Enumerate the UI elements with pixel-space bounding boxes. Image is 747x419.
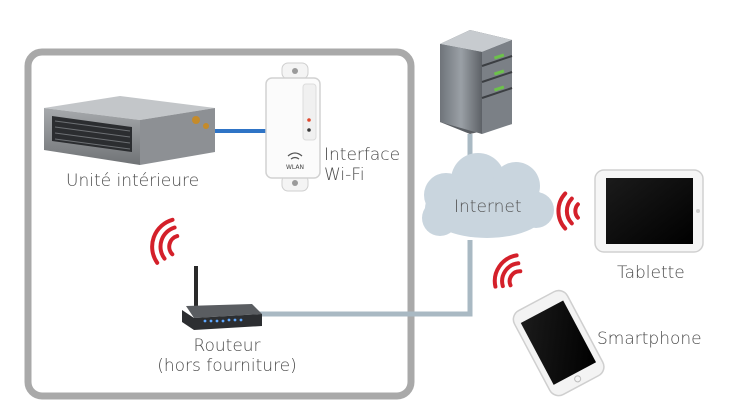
indoor-unit-image [44,96,215,165]
router-label-line1: Routeur [193,336,261,356]
tablet-image [594,169,704,253]
router-image [182,266,262,330]
router-wifi-signal-icon [150,217,180,265]
tablet-wifi-signal-icon [556,191,580,231]
router-label-line2: (hors fourniture) [157,356,297,376]
wlan-badge: WLAN [286,164,304,171]
smartphone-label: Smartphone [597,329,702,349]
home-frame [24,48,415,400]
phone-wifi-signal-icon [492,253,523,289]
tablet-label: Tablette [617,263,685,283]
router-label: Routeur (hors fourniture) [157,336,297,376]
wifi-interface-image: WLAN [265,62,321,192]
internet-cloud [422,153,554,238]
server-icon [440,30,513,134]
indoor-unit-label: Unité intérieure [66,171,200,191]
wifi-interface-label: Interface Wi-Fi [324,145,400,185]
smartphone-image [512,289,605,397]
internet-label: Internet [454,197,522,217]
wifi-interface-label-line1: Interface [324,145,401,165]
wifi-interface-label-line2: Wi-Fi [324,165,365,185]
